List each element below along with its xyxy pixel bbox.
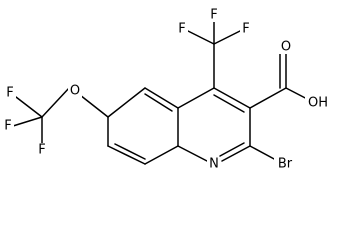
bond xyxy=(249,87,287,109)
bond xyxy=(79,94,109,118)
bond xyxy=(213,87,251,109)
bond xyxy=(144,87,179,109)
bond xyxy=(177,145,208,162)
bond xyxy=(144,93,173,112)
bond xyxy=(221,145,251,162)
atom-labels: F F F O OH N Br O F F F xyxy=(2,8,331,172)
fluorine-label: F xyxy=(38,143,45,158)
ether-oxygen-label: O xyxy=(70,84,80,99)
chemical-structure-diagram: F F F O OH N Br O F F F xyxy=(2,7,331,172)
bond xyxy=(213,94,245,113)
fluorine-label: F xyxy=(210,8,217,23)
fluorine-label: F xyxy=(242,22,249,37)
bond xyxy=(12,116,43,127)
bond xyxy=(177,87,215,109)
fluorine-label: F xyxy=(178,22,185,37)
hydroxyl-label: OH xyxy=(308,96,328,111)
bond xyxy=(249,145,277,161)
bond xyxy=(144,145,179,165)
bond xyxy=(41,86,71,118)
bond xyxy=(114,143,146,160)
bond-lines xyxy=(12,14,314,165)
bromine-label: Br xyxy=(278,157,293,172)
bond xyxy=(107,145,146,165)
fluorine-label: F xyxy=(4,119,11,134)
bond xyxy=(219,142,245,157)
fluorine-label: F xyxy=(6,86,13,101)
carbonyl-oxygen-label: O xyxy=(281,40,291,55)
ring-nitrogen-label: N xyxy=(209,157,219,172)
bond xyxy=(15,96,43,118)
bond xyxy=(107,87,146,118)
